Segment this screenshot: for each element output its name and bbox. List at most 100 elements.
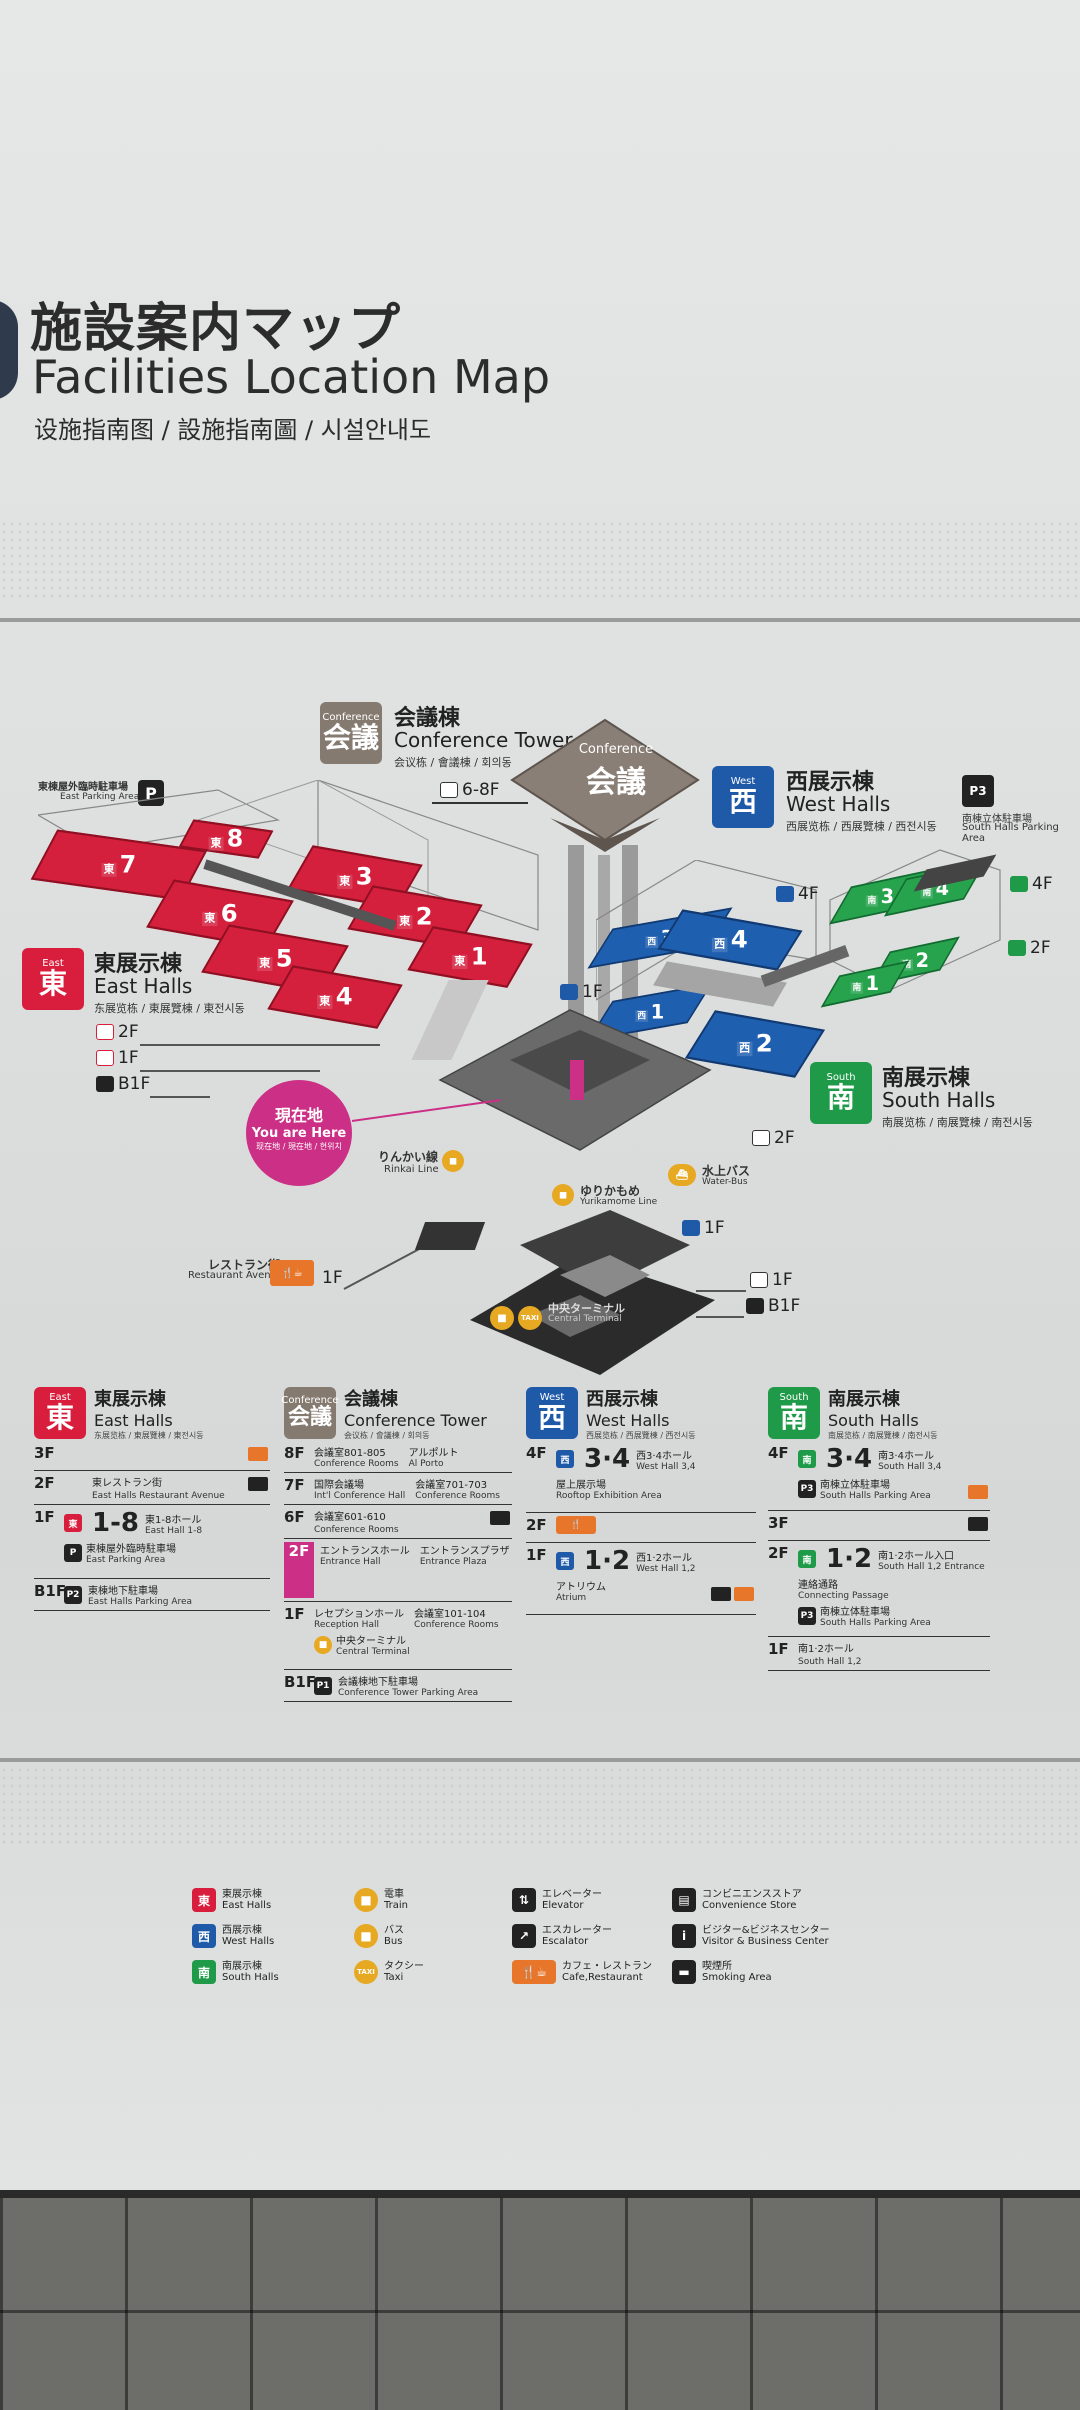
- south-label-en: South Halls: [882, 1088, 996, 1112]
- west-1f-tag: 1F: [682, 1218, 725, 1238]
- terminal-en: Central Terminal: [548, 1314, 622, 1324]
- west-label-ml: 西展览栋 / 西展覽棟 / 西전시동: [786, 820, 937, 833]
- west-badge-big: 西: [728, 785, 757, 819]
- parking-icon: P3: [962, 775, 994, 807]
- west-badge-small: West: [730, 776, 756, 788]
- west-label-jp: 西展示棟: [786, 770, 875, 795]
- restaurant-jp: レストラン街: [208, 1258, 281, 1272]
- directory-row: 3F: [768, 1511, 990, 1541]
- visitor-center-icon: i: [672, 1924, 696, 1948]
- parking-icon: P: [138, 780, 164, 806]
- sign-board: 施設案内マップ Facilities Location Map 设施指南图 / …: [0, 0, 1080, 2190]
- east-parking-en: East Parking Area: [60, 792, 140, 802]
- elevator-icon: ⇅: [512, 1888, 536, 1912]
- smoking-icon: ▬: [672, 1960, 696, 1984]
- conference-badge: Conference 会議: [320, 702, 382, 764]
- conference-floor-tag: 6-8F: [440, 780, 500, 800]
- south-floor-4f: 4F: [1010, 874, 1053, 894]
- east-badge-big: 東: [38, 967, 67, 1001]
- waterbus-en: Water-Bus: [702, 1177, 748, 1187]
- rinkai-en: Rinkai Line: [384, 1164, 439, 1175]
- taxi-icon: TAXI: [518, 1306, 542, 1330]
- conference-diamond-small: Conference: [578, 742, 654, 757]
- bus-icon: ■: [490, 1306, 514, 1330]
- store-icon: ▤: [672, 1888, 696, 1912]
- leader-line: [696, 1290, 746, 1292]
- conference-floor: 6-8F: [462, 780, 500, 800]
- title-marker: [0, 300, 18, 400]
- south-badge-big: 南: [826, 1081, 855, 1115]
- terminal-floor-1f: 1F: [750, 1270, 793, 1290]
- conference-label-ml: 会议栋 / 會議棟 / 회의동: [394, 756, 512, 769]
- here-en: You are Here: [251, 1126, 347, 1141]
- east-floor-b1f: B1F: [96, 1074, 150, 1094]
- floor-tiles: [0, 2190, 1080, 2410]
- south-badge: South 南: [810, 1062, 872, 1124]
- restaurant-icon: 🍴☕: [270, 1260, 314, 1286]
- conference-tower-shape: [510, 718, 700, 852]
- leader-line: [140, 1044, 380, 1046]
- here-jp: 現在地: [274, 1106, 323, 1125]
- train-icon: ◼: [442, 1150, 464, 1172]
- west-badge: West 西: [712, 766, 774, 828]
- terminal-floor-b1f: B1F: [746, 1296, 800, 1316]
- east-label-jp: 東展示棟: [94, 952, 183, 977]
- directory-row: 2F🍴: [526, 1513, 756, 1543]
- conference-label-jp: 会議棟: [394, 706, 461, 731]
- conference-diamond-label: Conference 会議: [566, 742, 666, 801]
- leader-line: [696, 1316, 744, 1318]
- leader-line: [140, 1070, 320, 1072]
- west-label-en: West Halls: [786, 792, 891, 816]
- rinkai-jp: りんかい線: [378, 1150, 439, 1164]
- bus-icon: ■: [354, 1924, 378, 1948]
- east-badge-small: East: [42, 958, 64, 970]
- conference-label-en: Conference Tower: [394, 728, 573, 752]
- elevator-icon: [440, 782, 458, 798]
- south-parking-en: South Halls Parking Area: [962, 822, 1059, 844]
- dot-band-bottom: [0, 1766, 1080, 1846]
- page-title-multilingual: 设施指南图 / 設施指南圖 / 시설안내도: [34, 416, 432, 444]
- cafe-icon: 🍴☕: [512, 1960, 556, 1984]
- south-label-ml: 南展览栋 / 南展覽棟 / 南전시동: [882, 1116, 1033, 1129]
- east-floor-1f: 1F: [96, 1048, 139, 1068]
- west-floor-4f: 4F: [776, 884, 819, 904]
- train-icon: ◼: [552, 1184, 574, 1206]
- central-floor-2f: 2F: [752, 1128, 795, 1148]
- east-label-ml: 东展览栋 / 東展覽棟 / 東전시동: [94, 1002, 245, 1015]
- south-parking-jp: 南棟立体駐車場: [962, 814, 1032, 825]
- south-parking-code: P3: [969, 784, 987, 798]
- conference-diamond-big: 会議: [586, 765, 646, 800]
- south-badge-small: South: [826, 1072, 856, 1084]
- east-badge: East 東: [22, 948, 84, 1010]
- west-floor-1f: 1F: [560, 982, 603, 1002]
- restaurant-floor: 1F: [322, 1268, 343, 1288]
- yurikamome-jp: ゆりかもめ: [580, 1184, 641, 1198]
